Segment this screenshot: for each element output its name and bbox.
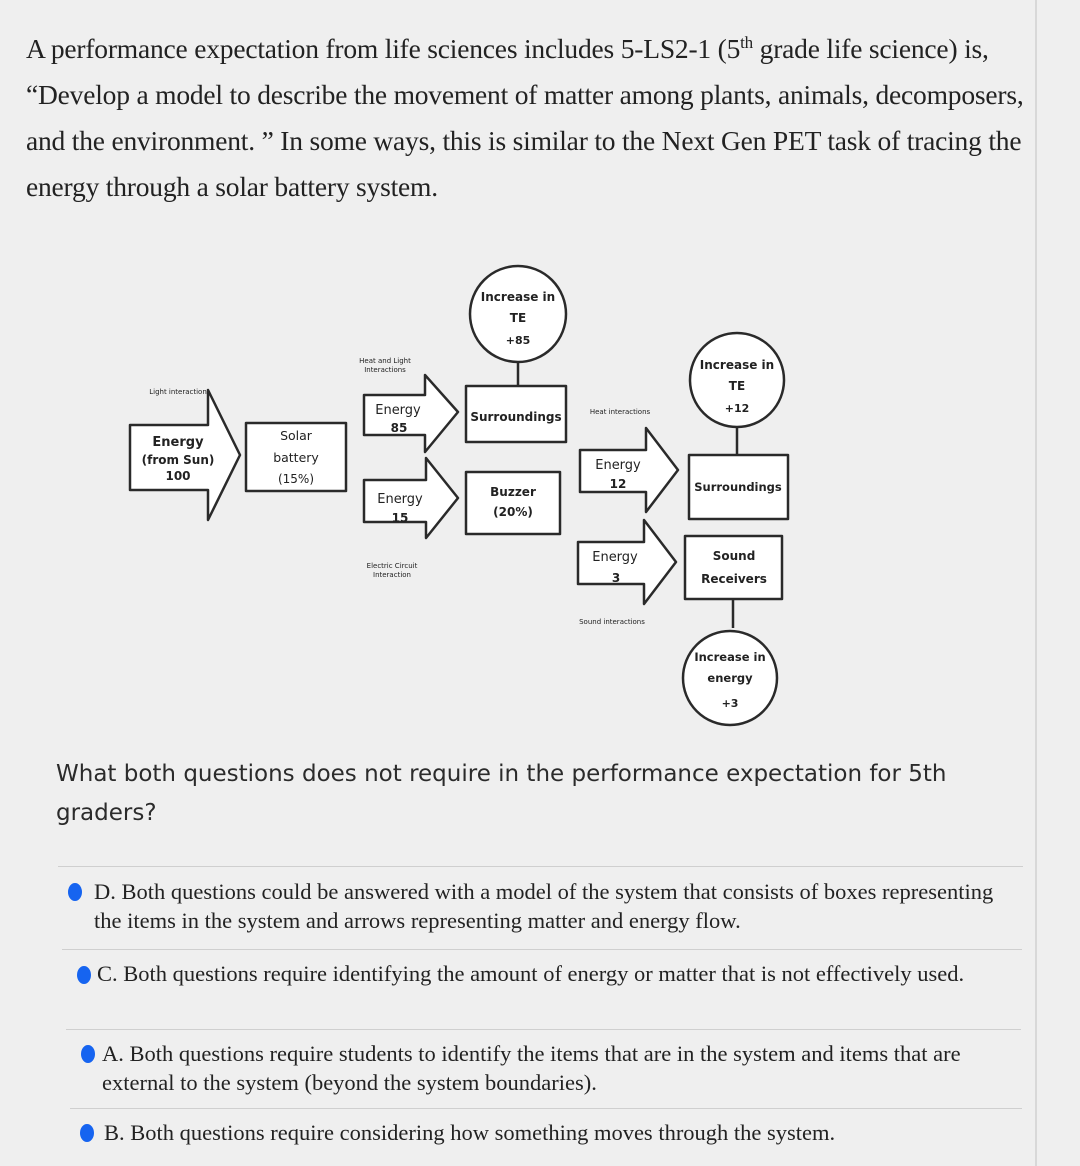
solar-battery-box	[244, 421, 348, 493]
radio-dot-d[interactable]	[68, 883, 82, 901]
radio-dot-a[interactable]	[81, 1045, 95, 1063]
intro-text-rest: grade life science) is, “Develop a model…	[26, 33, 1024, 202]
surroundings-box-2	[687, 453, 790, 521]
divider-4	[70, 1108, 1022, 1109]
sound-receivers-box	[683, 534, 784, 601]
sun-energy-source: (from Sun)	[142, 453, 215, 467]
buzzer-line1: Buzzer	[490, 485, 536, 499]
sun-energy-arrow	[128, 388, 242, 522]
sun-energy-label: Energy	[152, 435, 204, 450]
light-interaction-label: Light interaction	[149, 388, 207, 396]
energy-85-arrow	[362, 373, 460, 454]
energy-85-label: Energy	[375, 403, 421, 418]
buzzer-box	[464, 470, 562, 536]
energy-15-label: Energy	[377, 492, 423, 507]
panel-edge	[1035, 0, 1037, 1166]
energy-3-value: 3	[612, 571, 620, 585]
surroundings-2-label: Surroundings	[694, 480, 782, 494]
intro-superscript: th	[740, 32, 753, 52]
heat-interactions-label: Heat interactions	[590, 408, 651, 416]
energy-15-value: 15	[392, 511, 409, 525]
question-intro: A performance expectation from life scie…	[26, 26, 1066, 210]
electric-circuit-label-2: Interaction	[373, 571, 411, 579]
te-circle-1-value: +85	[506, 334, 531, 347]
energy-12-value: 12	[610, 477, 627, 491]
solar-battery-line1: Solar	[280, 428, 313, 443]
energy-circle-line2: energy	[707, 671, 753, 685]
option-d-text: D. Both questions could be answered with…	[94, 879, 994, 933]
energy-15-arrow	[362, 456, 460, 540]
option-a-text: A. Both questions require students to id…	[102, 1041, 961, 1095]
te-increase-circle-2	[688, 331, 786, 429]
energy-85-value: 85	[391, 421, 408, 435]
option-b-text: B. Both questions require considering ho…	[104, 1120, 836, 1145]
option-d[interactable]: D. Both questions could be answered with…	[66, 877, 1021, 935]
sound-interactions-label: Sound interactions	[579, 618, 645, 626]
te-circle-1-line2: TE	[510, 311, 526, 325]
divider-2	[62, 949, 1022, 950]
energy-3-arrow	[576, 518, 678, 606]
electric-circuit-label-1: Electric Circuit	[367, 562, 418, 570]
question-text: What both questions does not require in …	[56, 761, 947, 826]
heat-light-label-2: Interactions	[364, 366, 406, 374]
energy-circle-value: +3	[722, 697, 739, 710]
energy-flow-diagram: Light interaction Heat and Light Interac…	[128, 264, 790, 727]
te-circle-2-line1: Increase in	[700, 358, 774, 372]
energy-circle-line1: Increase in	[694, 650, 765, 664]
sound-receivers-line2: Receivers	[701, 572, 767, 586]
surroundings-box-1	[464, 384, 568, 444]
solar-battery-line2: battery	[273, 450, 319, 465]
buzzer-line2: (20%)	[493, 505, 533, 519]
te-circle-2-value: +12	[725, 402, 750, 415]
option-c-text: C. Both questions require identifying th…	[97, 961, 965, 986]
heat-light-label-1: Heat and Light	[359, 357, 411, 365]
energy-12-label: Energy	[595, 458, 641, 473]
energy-increase-circle	[681, 629, 779, 727]
divider-3	[66, 1029, 1021, 1030]
radio-dot-b[interactable]	[80, 1124, 94, 1142]
energy-3-label: Energy	[592, 550, 638, 565]
option-a[interactable]: A. Both questions require students to id…	[76, 1039, 1021, 1097]
sun-energy-value: 100	[165, 469, 190, 483]
radio-dot-c[interactable]	[77, 966, 91, 984]
intro-text-start: A performance expectation from life scie…	[26, 33, 741, 64]
solar-battery-line3: (15%)	[278, 472, 314, 486]
surroundings-1-label: Surroundings	[470, 410, 561, 424]
divider-1	[58, 866, 1023, 867]
te-circle-2-line2: TE	[729, 379, 745, 393]
te-circle-1-line1: Increase in	[481, 290, 555, 304]
option-c[interactable]: C. Both questions require identifying th…	[70, 959, 1020, 988]
te-increase-circle-1	[468, 264, 568, 364]
sound-receivers-line1: Sound	[713, 549, 756, 563]
energy-12-arrow	[578, 426, 680, 514]
option-b[interactable]: B. Both questions require considering ho…	[78, 1118, 1023, 1147]
